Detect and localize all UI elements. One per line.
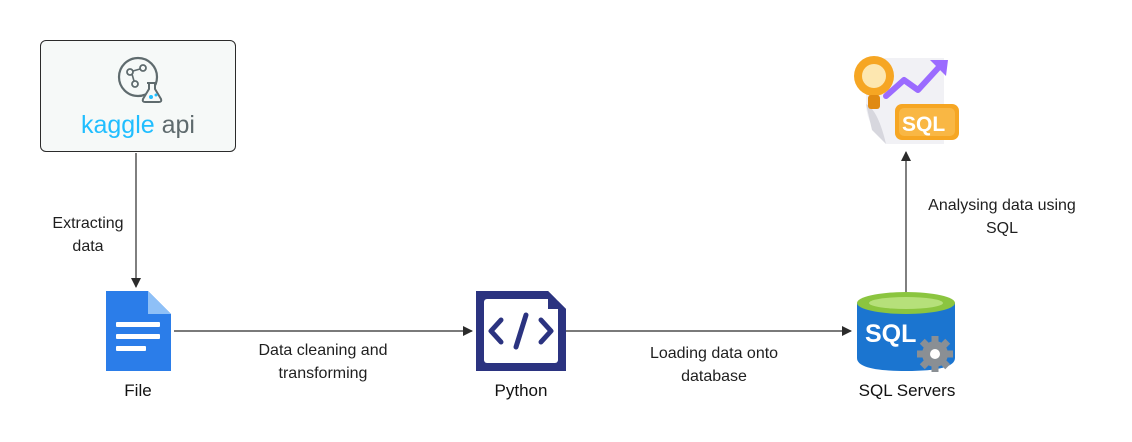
edge-label-loading-line2: database [681,368,747,385]
kaggle-api-node: kaggle api [40,40,236,152]
kaggle-api-label: kaggle api [41,111,235,139]
edge-label-cleaning-line1: Data cleaning and [258,342,388,359]
edge-label-loading: Loading data onto database [626,342,802,388]
edge-label-cleaning: Data cleaning and transforming [232,339,414,385]
edge-label-extracting-line2: data [72,238,104,255]
python-label: Python [494,381,548,400]
edge-label-extracting: Extracting data [36,212,140,258]
sql-servers-label: SQL Servers [858,381,956,400]
edge-label-analysing-line2: SQL [985,220,1018,237]
kaggle-word: kaggle [81,111,155,139]
file-label: File [124,381,152,400]
kaggle-logo-icon [117,56,163,103]
edge-label-cleaning-line2: transforming [278,365,368,382]
edge-label-extracting-line1: Extracting [52,215,124,232]
svg-text:SQL: SQL [865,320,916,348]
edge-label-analysing-line1: Analysing data using [928,197,1076,214]
edge-label-loading-line1: Loading data onto [649,345,779,362]
gear-icon [917,336,953,372]
edge-label-analysing: Analysing data using SQL [908,194,1096,240]
analysis-sql-badge: SQL [902,113,945,136]
api-word: api [161,111,195,139]
